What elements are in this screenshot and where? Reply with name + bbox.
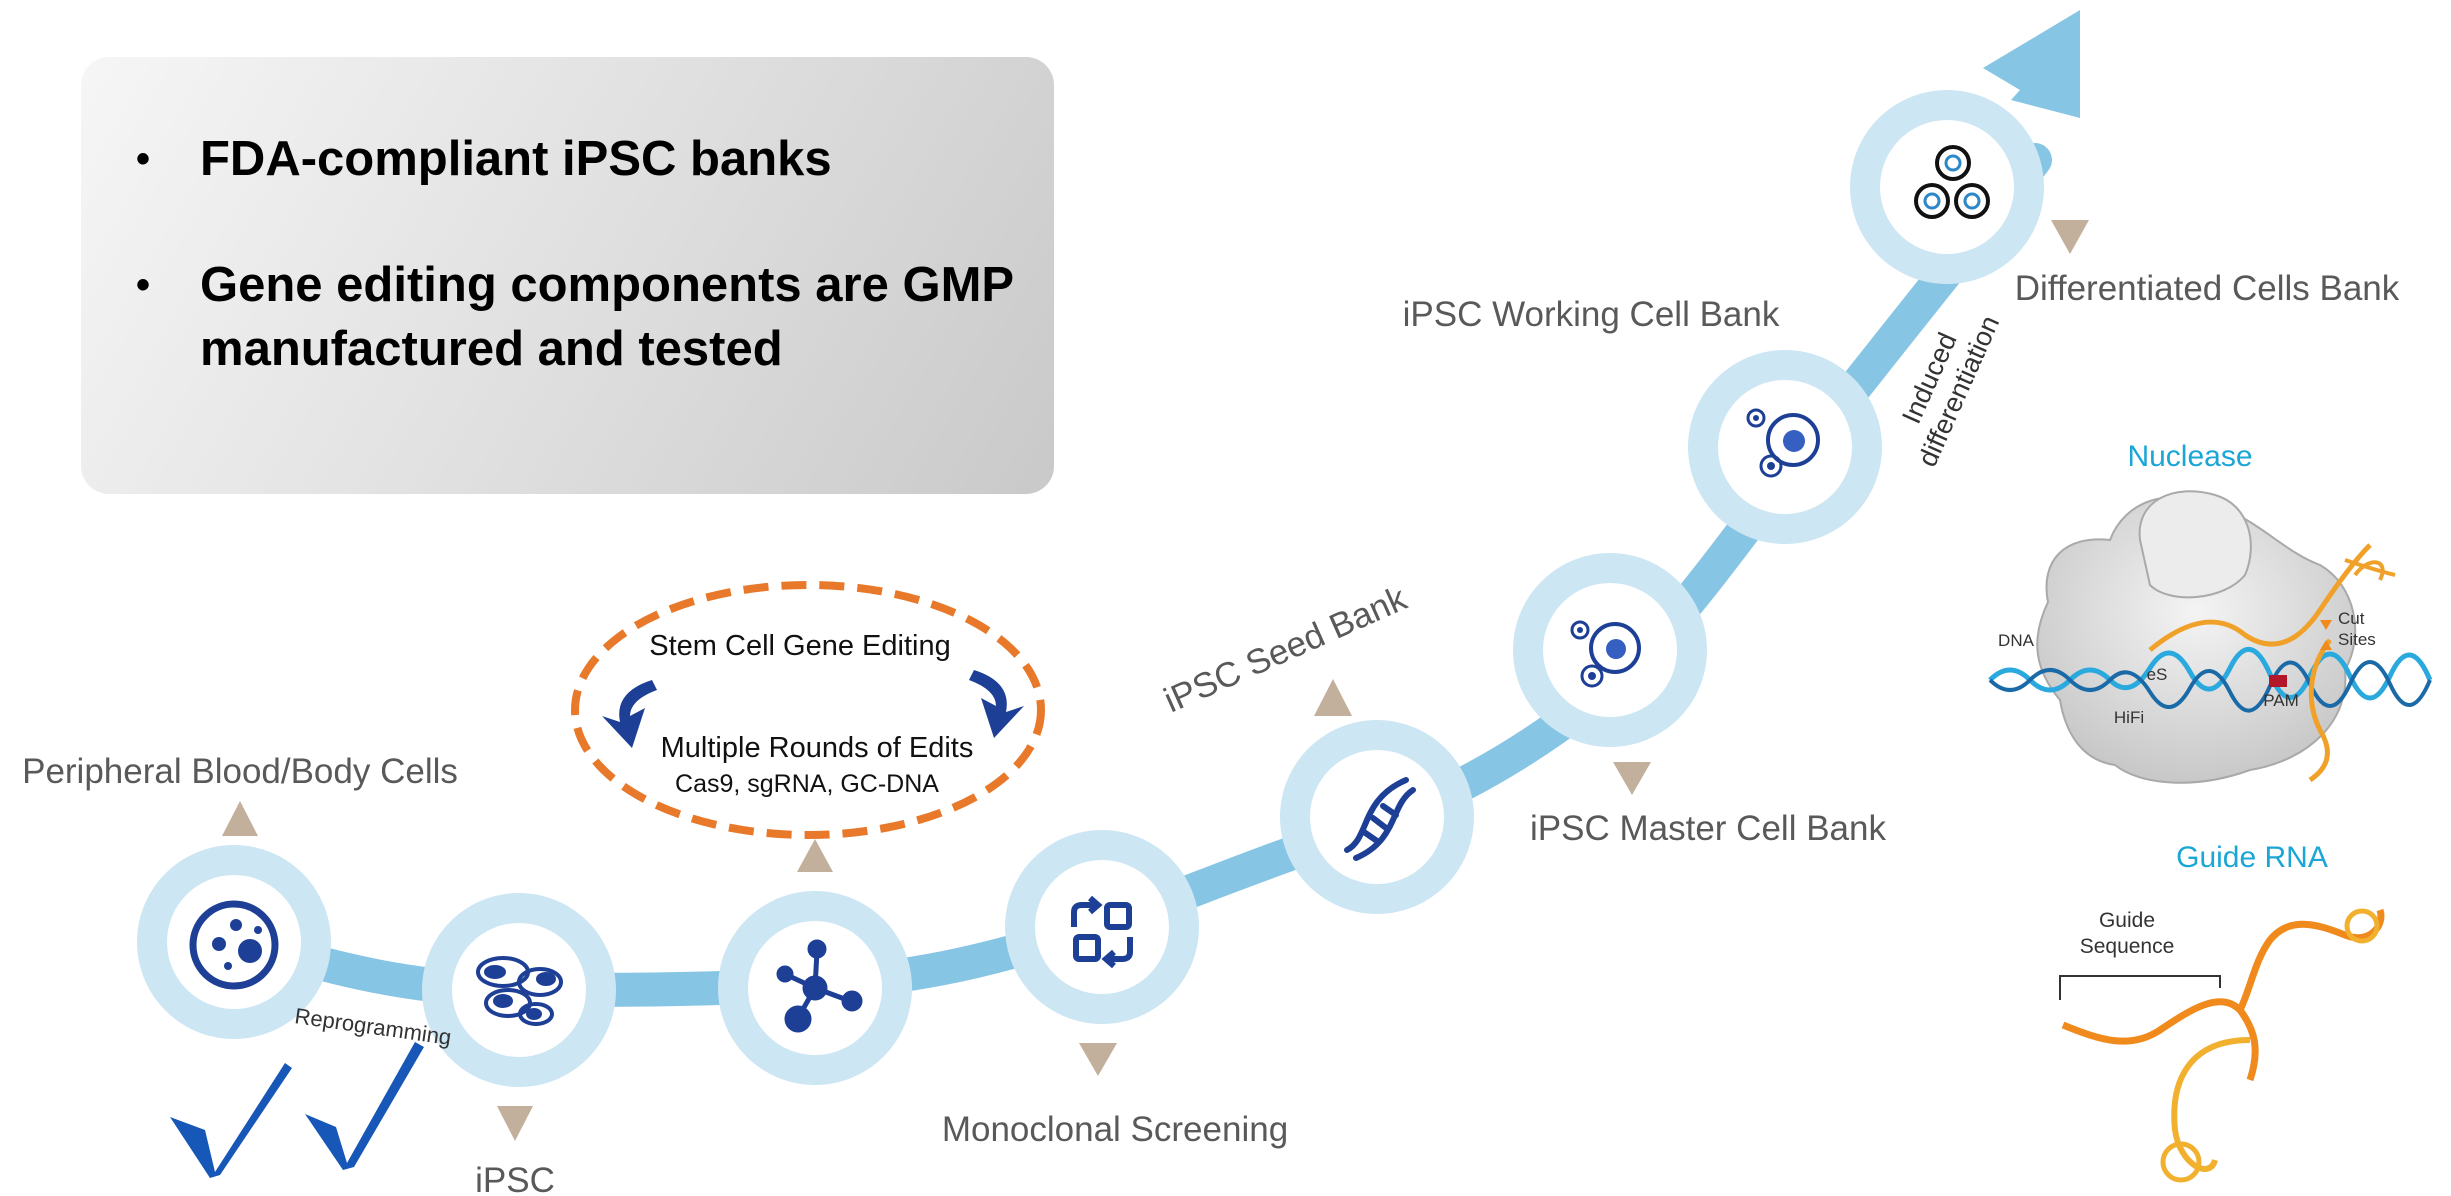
differentiated-cells-icon xyxy=(1914,145,1990,219)
editing-components: Cas9, sgRNA, GC-DNA xyxy=(675,770,939,798)
stage-monoclonal xyxy=(1005,830,1199,1024)
nuclease-lobe xyxy=(2138,490,2252,599)
bullet-text: Gene editing components are GMP manufact… xyxy=(200,258,1014,376)
editing-title: Stem Cell Gene Editing xyxy=(649,630,950,662)
marker-up-seed xyxy=(1314,679,1352,716)
screening-cycle-icon xyxy=(1071,895,1133,969)
nuclease-title: Nuclease xyxy=(2127,440,2252,473)
marker-up-editing xyxy=(797,839,833,872)
marker-down-ipsc xyxy=(497,1106,533,1141)
stage-master-bank xyxy=(1513,553,1707,747)
path-arrowhead xyxy=(1983,10,2080,118)
cell-colony-icon xyxy=(189,900,279,990)
marker-down-master xyxy=(1613,762,1651,795)
nuclease-es-label: eS xyxy=(2147,665,2168,684)
editing-subtitle: Multiple Rounds of Edits xyxy=(661,732,974,764)
stage-editing xyxy=(718,891,912,1085)
nuclease-sites-label: Sites xyxy=(2338,630,2376,649)
bullet-item-banks: • FDA-compliant iPSC banks xyxy=(136,127,1016,191)
guide-rna-backbone xyxy=(2171,1037,2251,1172)
pam-marker xyxy=(2269,675,2287,687)
stage-differentiated xyxy=(1850,90,2044,284)
info-box: • FDA-compliant iPSC banks • Gene editin… xyxy=(81,57,1054,494)
stage-peripheral xyxy=(137,845,331,1039)
bullet-dot: • xyxy=(136,263,151,307)
guide-bracket xyxy=(2059,975,2221,1000)
nuclease-hifi-label: HiFi xyxy=(2114,708,2144,727)
label-ipsc: iPSC xyxy=(475,1161,555,1196)
bullet-list: • FDA-compliant iPSC banks • Gene editin… xyxy=(136,127,1016,443)
nuclease-pam-label: PAM xyxy=(2263,691,2299,710)
checkmark-icon xyxy=(305,1042,424,1170)
cell-cluster-icon xyxy=(476,956,563,1026)
bullet-item-gmp: • Gene editing components are GMP manufa… xyxy=(136,253,1016,381)
bullet-dot: • xyxy=(136,137,151,181)
rna-strand xyxy=(2148,543,2372,783)
cut-site-marker xyxy=(2320,620,2332,630)
guide-rna-title: Guide RNA xyxy=(2176,841,2328,874)
dna-strand-b xyxy=(1988,660,2432,713)
guide-rna-panel: Guide RNA Guide Sequence xyxy=(2059,841,2385,1183)
marker-down-monoclonal xyxy=(1079,1043,1117,1076)
guide-rna-loop xyxy=(2160,1141,2202,1183)
stage-working-bank xyxy=(1688,350,1882,544)
marker-up-peripheral xyxy=(222,801,258,836)
checkmark-icon xyxy=(170,1063,292,1178)
curved-arrow-left-icon xyxy=(602,680,657,748)
marker-down-differentiated xyxy=(2051,220,2089,254)
label-peripheral: Peripheral Blood/Body Cells xyxy=(22,752,458,791)
editing-loop: Stem Cell Gene Editing Multiple Rounds o… xyxy=(571,581,1045,839)
curved-arrow-right-icon xyxy=(969,670,1024,738)
working-cell-icon xyxy=(1746,408,1820,478)
nuclease-cut-label: Cut xyxy=(2338,609,2365,628)
stage-markers xyxy=(222,220,2089,1141)
rna-hairpin xyxy=(2344,558,2396,581)
dna-helix-icon xyxy=(1344,777,1416,861)
bullet-text: FDA-compliant iPSC banks xyxy=(200,132,832,186)
stage-seed-bank xyxy=(1280,720,1474,914)
guide-label: Guide xyxy=(2099,909,2155,932)
label-working-bank: iPSC Working Cell Bank xyxy=(1403,295,1780,334)
nuclease-panel: Nuclease DNA eS HiFi PAM Cut Sites xyxy=(1988,440,2433,784)
label-monoclonal: Monoclonal Screening xyxy=(942,1110,1288,1149)
label-differentiated: Differentiated Cells Bank xyxy=(2015,269,2400,308)
label-master-bank: iPSC Master Cell Bank xyxy=(1530,809,1886,848)
label-seed-bank: iPSC Seed Bank xyxy=(1158,578,1412,720)
nuclease-dna-label: DNA xyxy=(1998,631,2035,650)
sequence-label: Sequence xyxy=(2080,935,2175,958)
master-cell-icon xyxy=(1570,620,1641,688)
guide-rna-loop xyxy=(2344,908,2380,944)
network-node-icon xyxy=(776,939,863,1033)
cut-site-marker xyxy=(2320,640,2332,650)
stage-ipsc xyxy=(422,893,616,1087)
